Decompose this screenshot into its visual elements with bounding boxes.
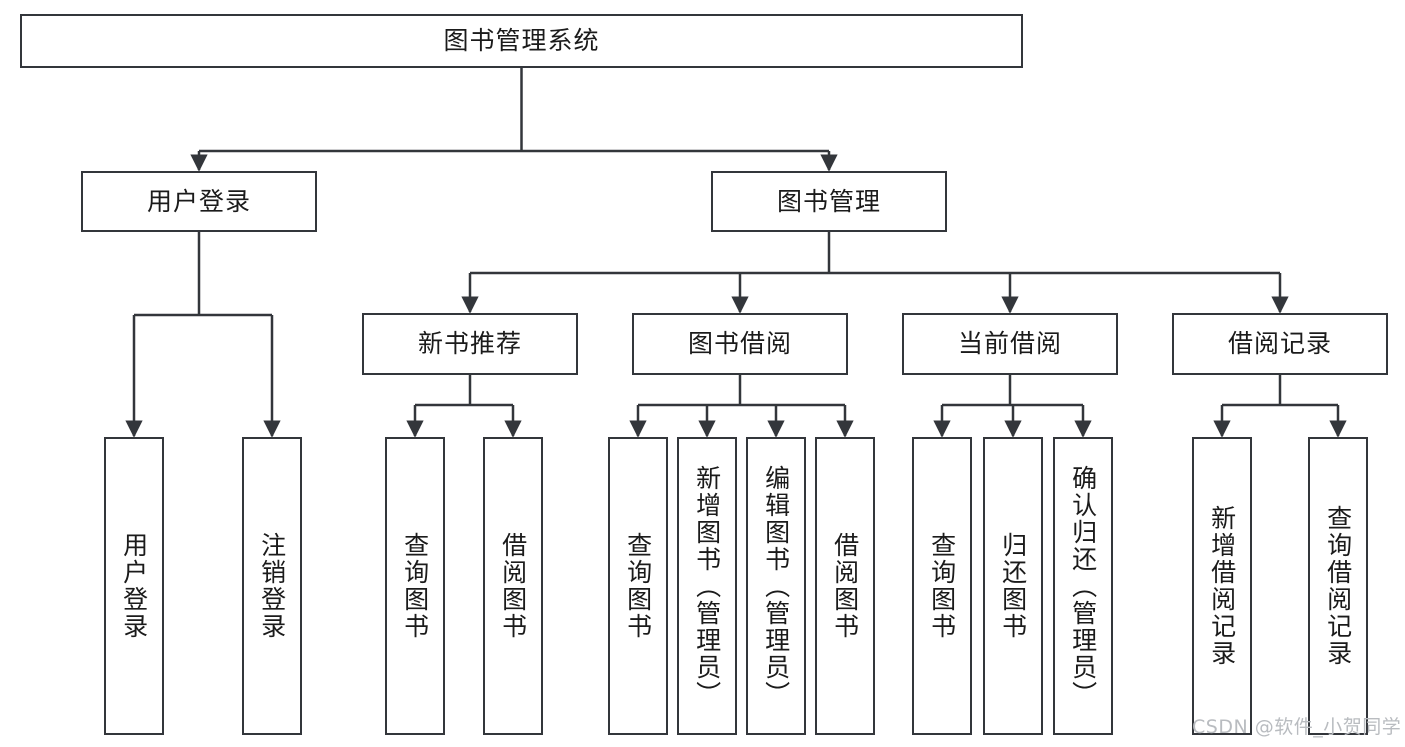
- node-label: 图书管理: [776, 186, 881, 216]
- node-label: 用户登录: [146, 186, 251, 216]
- node-label: 新书推荐: [417, 329, 522, 359]
- node-root[interactable]: 图书管理系统: [20, 14, 1023, 68]
- node-leaf_bb_query[interactable]: 查询图书: [608, 437, 668, 735]
- node-leaf_bl_query[interactable]: 查询借阅记录: [1308, 437, 1368, 735]
- node-cur_borrow[interactable]: 当前借阅: [902, 313, 1118, 375]
- node-leaf_cb_return[interactable]: 归还图书: [983, 437, 1043, 735]
- node-label: 查询图书: [400, 532, 430, 640]
- node-leaf_cb_query[interactable]: 查询图书: [912, 437, 972, 735]
- node-label: 新增借阅记录: [1207, 505, 1237, 667]
- node-label: 借阅记录: [1227, 329, 1332, 359]
- node-label: 当前借阅: [957, 329, 1062, 359]
- node-borrow_log[interactable]: 借阅记录: [1172, 313, 1388, 375]
- node-leaf_nbr_query[interactable]: 查询图书: [385, 437, 445, 735]
- node-new_book_rec[interactable]: 新书推荐: [362, 313, 578, 375]
- node-leaf_bb_borrow[interactable]: 借阅图书: [815, 437, 875, 735]
- node-user_login[interactable]: 用户登录: [81, 171, 317, 232]
- node-leaf_nbr_borrow[interactable]: 借阅图书: [483, 437, 543, 735]
- node-leaf_bl_add[interactable]: 新增借阅记录: [1192, 437, 1252, 735]
- node-label: 查询借阅记录: [1323, 505, 1353, 667]
- node-book_mgmt[interactable]: 图书管理: [711, 171, 947, 232]
- node-label: 查询图书: [927, 532, 957, 640]
- node-label: 编辑图书（管理员）: [761, 464, 791, 708]
- node-label: 图书管理系统: [443, 26, 600, 56]
- node-leaf_cb_confirm[interactable]: 确认归还（管理员）: [1053, 437, 1113, 735]
- node-leaf_bb_edit[interactable]: 编辑图书（管理员）: [746, 437, 806, 735]
- node-label: 用户登录: [119, 532, 149, 640]
- node-label: 查询图书: [623, 532, 653, 640]
- node-label: 图书借阅: [687, 329, 792, 359]
- node-leaf_user_login[interactable]: 用户登录: [104, 437, 164, 735]
- node-label: 新增图书（管理员）: [692, 464, 722, 708]
- node-label: 注销登录: [257, 532, 287, 640]
- node-label: 确认归还（管理员）: [1068, 464, 1098, 708]
- node-label: 归还图书: [998, 532, 1028, 640]
- node-book_borrow[interactable]: 图书借阅: [632, 313, 848, 375]
- node-leaf_bb_add[interactable]: 新增图书（管理员）: [677, 437, 737, 735]
- node-label: 借阅图书: [498, 532, 528, 640]
- node-leaf_user_logout[interactable]: 注销登录: [242, 437, 302, 735]
- node-label: 借阅图书: [830, 532, 860, 640]
